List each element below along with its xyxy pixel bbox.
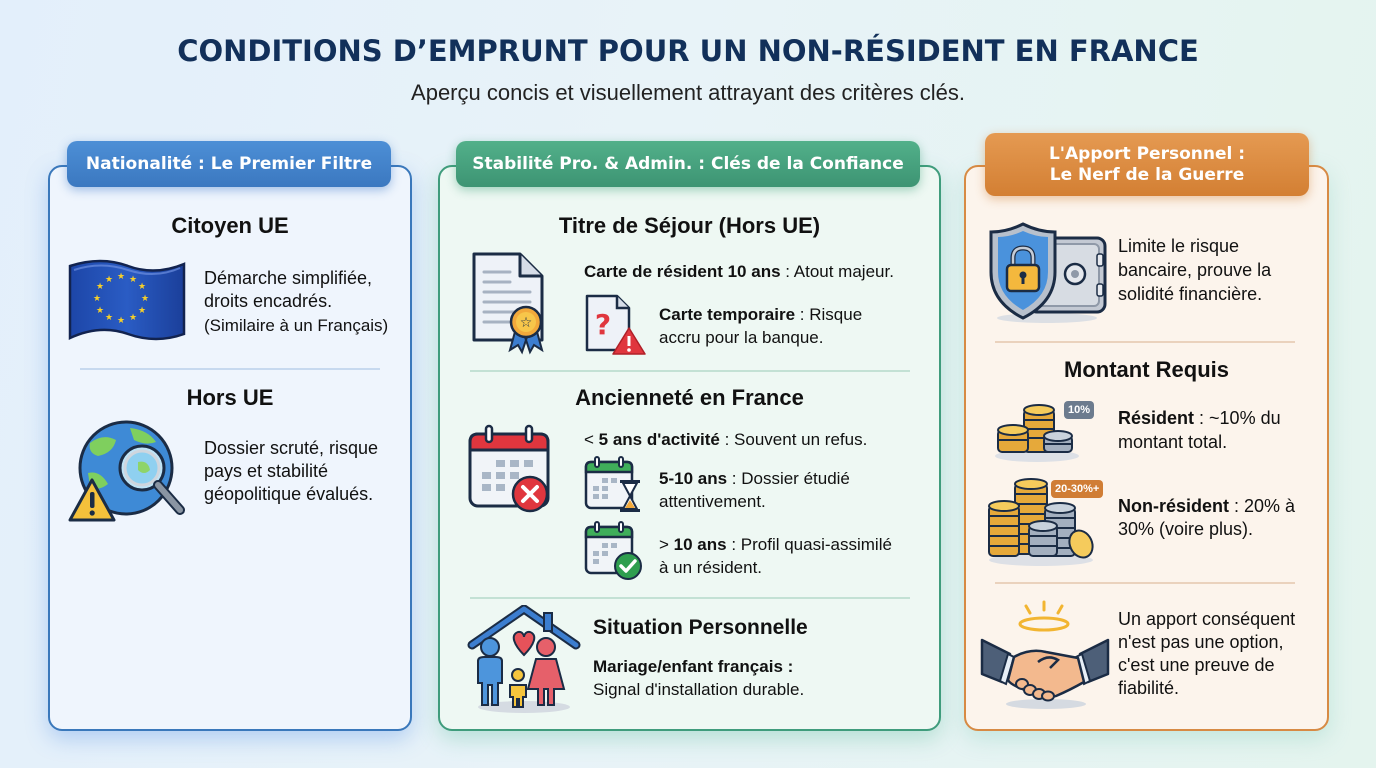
anciennete-5-10-item: 5-10 ans : Dossier étudié: [659, 469, 850, 488]
svg-text:★: ★: [138, 282, 146, 292]
apport-tab-line1: L'Apport Personnel :: [1048, 144, 1246, 165]
hors-ue-desc-2: pays et stabilité: [204, 461, 329, 481]
globe-magnifier-warning-icon: [68, 420, 185, 522]
nonresident-percent-badge: 20-30%+: [1051, 480, 1104, 498]
apport-tab-line2: Le Nerf de la Guerre: [1049, 164, 1245, 185]
svg-text:★: ★: [105, 275, 113, 285]
conclusion-line2: n'est pas une option,: [1118, 632, 1284, 652]
svg-text:★: ★: [96, 306, 104, 316]
apport-divider-1: [995, 341, 1295, 343]
nonresident-item-line2: 30% (voire plus).: [1118, 519, 1254, 539]
family-house-icon: [467, 605, 581, 713]
svg-text:★: ★: [96, 282, 104, 292]
citoyen-ue-desc-1: Démarche simplifiée,: [204, 268, 373, 288]
shield-lock-safe-icon: [989, 222, 1107, 323]
coins-large-stack-icon: [988, 478, 1094, 566]
eu-flag-icon: ★★★★★★★★★★★★: [68, 259, 186, 341]
anciennete-less-5-item: < 5 ans d'activité : Souvent un refus.: [584, 430, 868, 449]
anciennete-more-10-line2: à un résident.: [659, 558, 763, 577]
carte-temporaire-item-line2: accru pour la banque.: [659, 328, 824, 347]
nationalite-tab-header: Nationalité : Le Premier Filtre: [67, 141, 391, 187]
carte-resident-item: Carte de résident 10 ans : Atout majeur.: [584, 262, 894, 281]
montant-heading: Montant Requis: [1064, 357, 1229, 382]
citoyen-ue-desc-2: droits encadrés.: [204, 291, 333, 311]
apport-tab-header: L'Apport Personnel : Le Nerf de la Guerr…: [985, 133, 1309, 196]
svg-text:☆: ☆: [520, 315, 533, 331]
calendar-check-icon: [584, 521, 642, 580]
stabilite-divider-1: [470, 370, 910, 372]
resident-percent-badge: 10%: [1064, 401, 1095, 419]
resident-item: Résident : ~10% du: [1118, 408, 1281, 428]
hors-ue-desc-3: géopolitique évalués.: [204, 484, 374, 504]
citoyen-ue-heading: Citoyen UE: [171, 213, 289, 238]
anciennete-5-10-line2: attentivement.: [659, 492, 766, 511]
citoyen-ue-desc-3: (Similaire à un Français): [204, 316, 389, 335]
nonresident-item: Non-résident : 20% à: [1118, 496, 1296, 516]
conclusion-line1: Un apport conséquent: [1118, 609, 1296, 629]
titre-sejour-heading: Titre de Séjour (Hors UE): [558, 213, 821, 238]
coins-small-stack-icon: [995, 404, 1079, 462]
question-document-warning-icon: ?: [585, 294, 646, 355]
calendar-refused-icon: [468, 424, 550, 513]
svg-text:★: ★: [117, 316, 125, 326]
page-title: CONDITIONS D’EMPRUNT POUR UN NON-RÉSIDEN…: [177, 34, 1199, 68]
resident-item-line2: montant total.: [1118, 432, 1228, 452]
page-subtitle: Aperçu concis et visuellement attrayant …: [411, 80, 965, 105]
hors-ue-desc-1: Dossier scruté, risque: [204, 438, 379, 458]
svg-text:★: ★: [117, 272, 125, 282]
certificate-document-icon: ☆: [472, 252, 544, 355]
situation-heading: Situation Personnelle: [593, 616, 808, 639]
situation-bold-line: Mariage/enfant français :: [593, 657, 794, 676]
conclusion-line4: fiabilité.: [1118, 678, 1180, 698]
calendar-hourglass-icon: [584, 456, 640, 512]
apport-intro-2: bancaire, prouve la: [1118, 260, 1272, 280]
conclusion-line3: c'est une preuve de: [1118, 655, 1275, 675]
svg-text:★: ★: [129, 313, 137, 323]
svg-text:★: ★: [93, 294, 101, 304]
apport-intro-3: solidité financière.: [1118, 284, 1263, 304]
svg-text:?: ?: [595, 308, 611, 341]
handshake-halo-icon: [980, 600, 1110, 709]
hors-ue-heading: Hors UE: [186, 385, 274, 410]
svg-text:★: ★: [129, 275, 137, 285]
svg-text:★: ★: [138, 306, 146, 316]
carte-temporaire-item: Carte temporaire : Risque: [659, 305, 863, 324]
stabilite-divider-2: [470, 597, 910, 599]
stabilite-tab-header: Stabilité Pro. & Admin. : Clés de la Con…: [456, 141, 920, 187]
anciennete-more-10-item: > 10 ans : Profil quasi-assimilé: [659, 535, 892, 554]
apport-divider-2: [995, 582, 1295, 584]
situation-desc: Signal d'installation durable.: [593, 680, 805, 699]
apport-intro-1: Limite le risque: [1118, 236, 1240, 256]
anciennete-heading: Ancienneté en France: [575, 385, 804, 410]
nationalite-divider: [80, 368, 380, 370]
svg-text:★: ★: [105, 313, 113, 323]
svg-text:★: ★: [141, 294, 149, 304]
